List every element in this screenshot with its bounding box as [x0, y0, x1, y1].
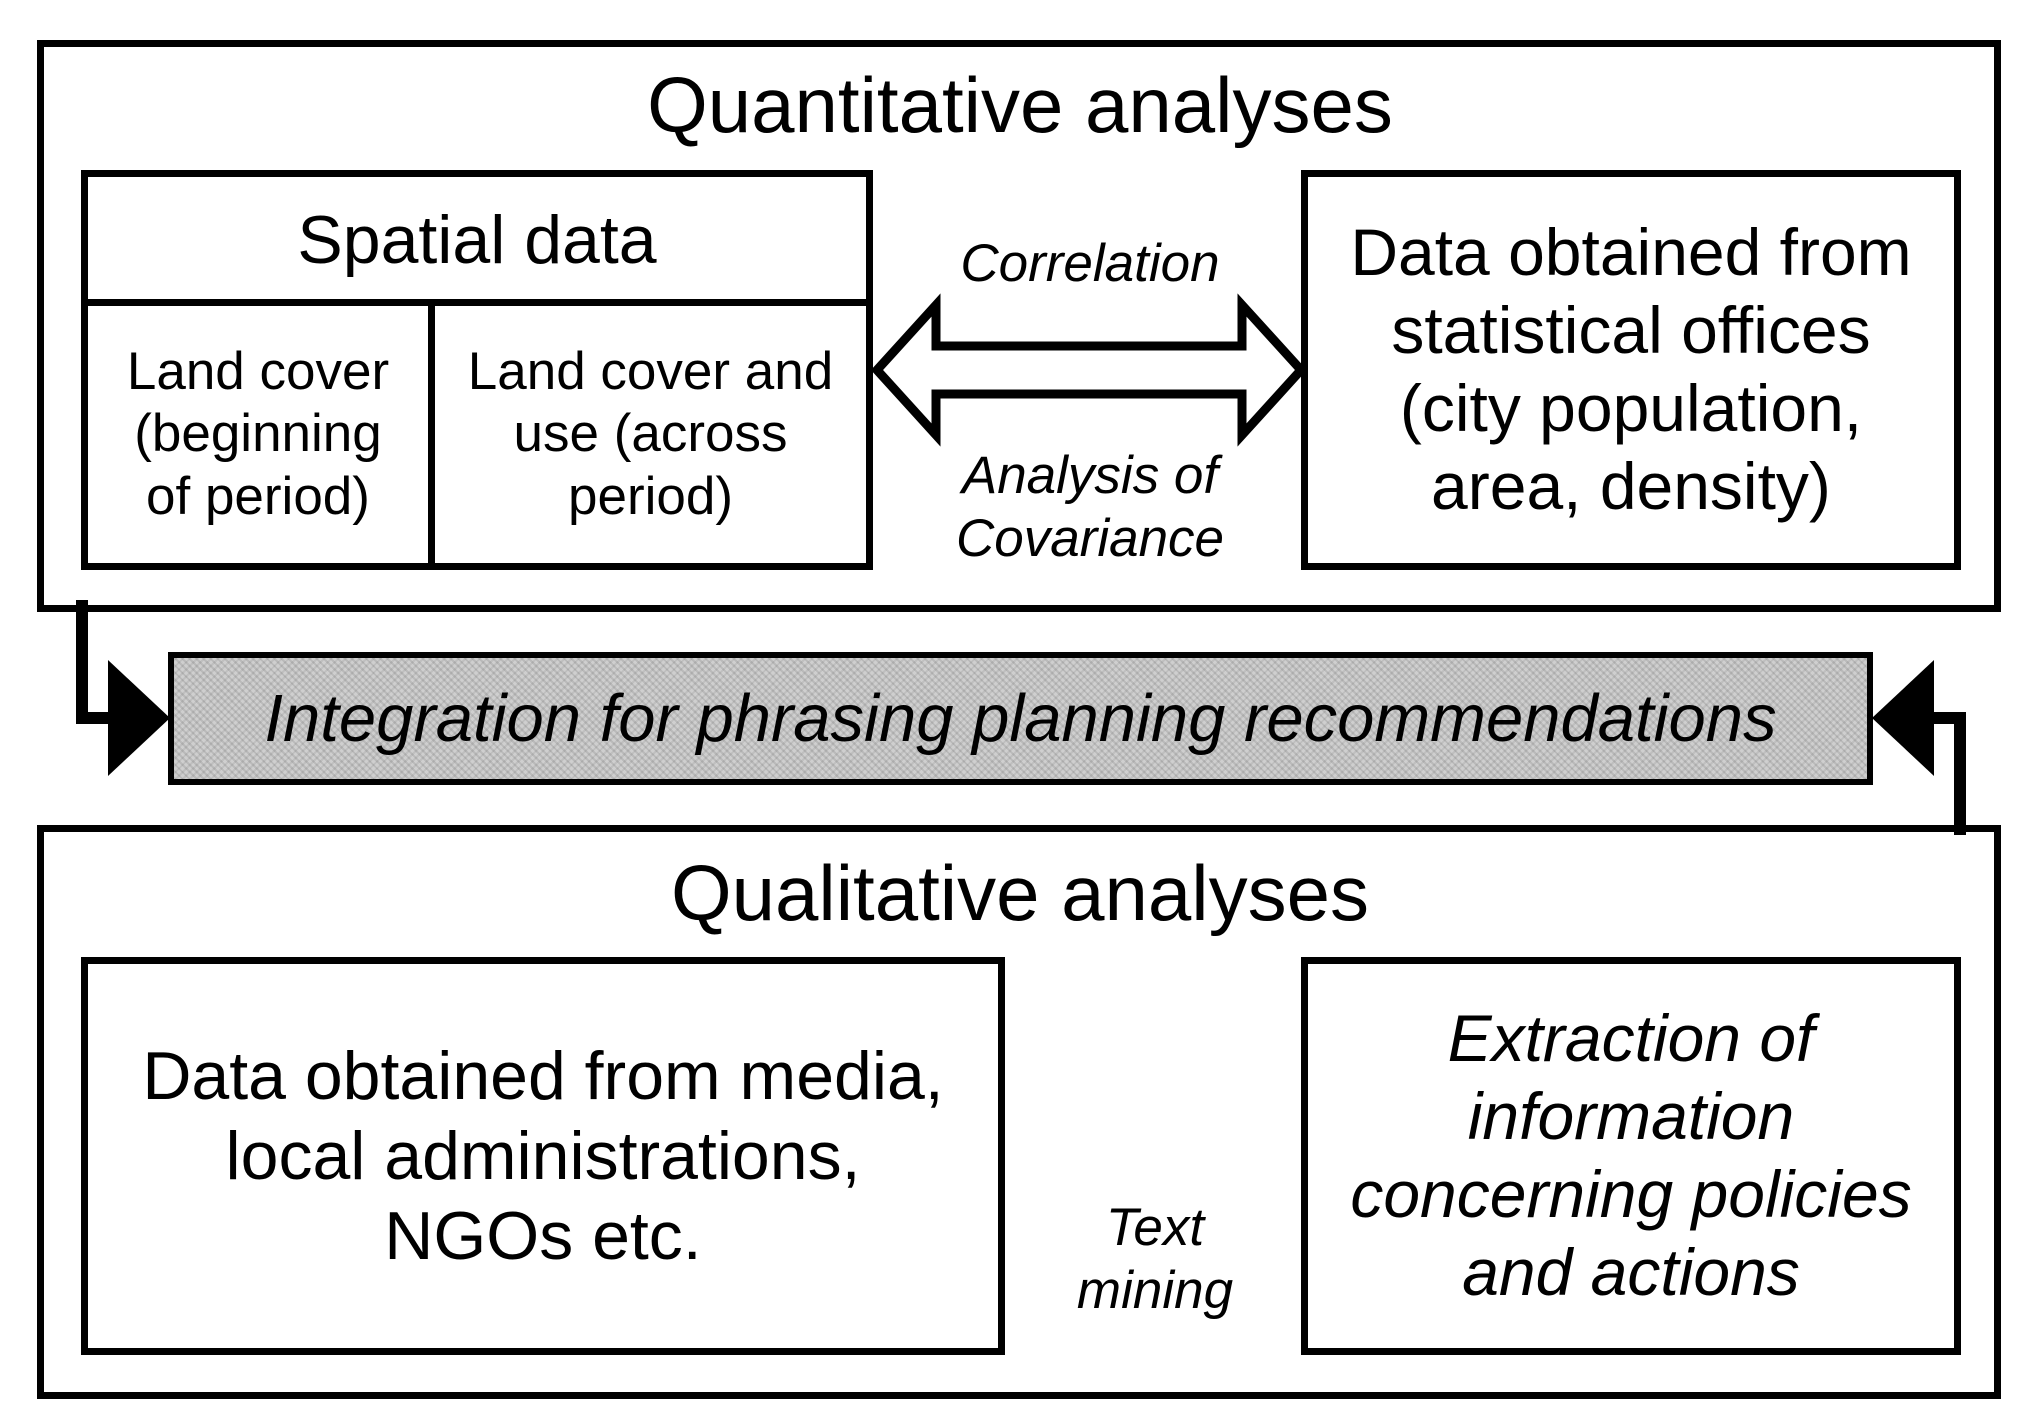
correlation-label: Correlation [960, 233, 1220, 293]
integration-bar: Integration for phrasing planning recomm… [168, 652, 1873, 785]
statistical-offices-box: Data obtained from statistical offices (… [1301, 170, 1961, 570]
land-cover-use-cell: Land cover and use (across period) [467, 341, 834, 526]
quantitative-title: Quantitative analyses [647, 60, 1393, 149]
spatial-data-divider-vertical [428, 299, 435, 570]
spatial-data-title: Spatial data [297, 201, 657, 278]
spatial-data-divider-horizontal [81, 299, 873, 306]
qualitative-title: Qualitative analyses [670, 848, 1370, 937]
spatial-data-box [81, 170, 873, 570]
left-connector-arrowhead [108, 660, 170, 776]
land-cover-beginning-cell: Land cover (beginning of period) [126, 341, 390, 526]
extraction-box: Extraction of information concerning pol… [1301, 957, 1961, 1355]
media-data-box: Data obtained from media, local administ… [81, 957, 1005, 1355]
right-connector-arrowhead [1872, 660, 1934, 776]
text-mining-label: Text mining [1076, 1198, 1234, 1320]
covariance-label: Analysis of Covariance [955, 446, 1225, 568]
